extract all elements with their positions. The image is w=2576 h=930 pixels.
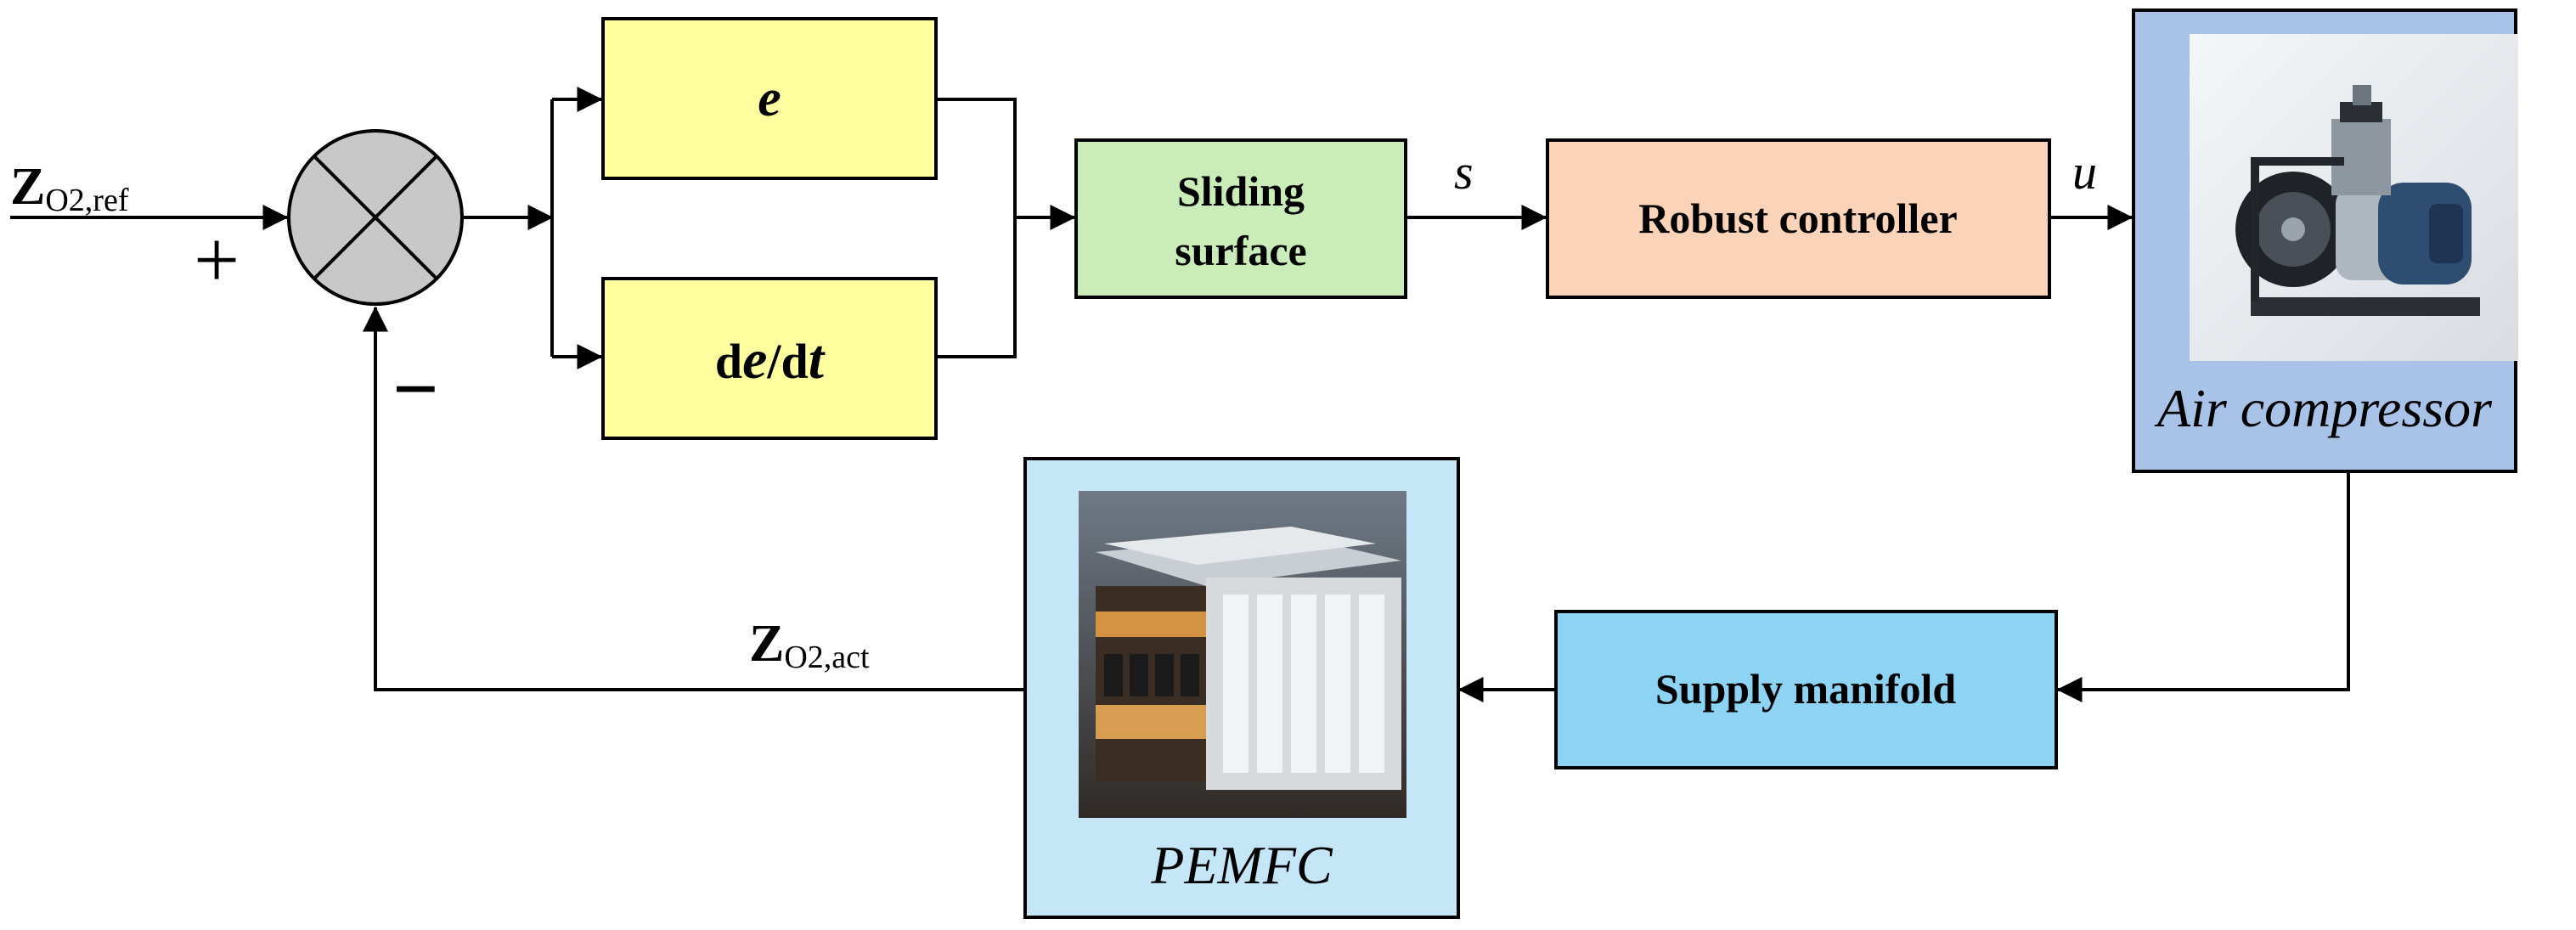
feedback-line [363, 306, 1025, 691]
air-compressor-caption: Air compressor [2154, 378, 2493, 438]
ref-signal-label: ZO2,ref [10, 158, 129, 218]
s-signal-label: s [1454, 144, 1474, 200]
sliding-surface-line1: Sliding [1177, 167, 1305, 215]
pemfc-block: PEMFC [1023, 457, 1460, 919]
summing-junction [287, 129, 464, 306]
sliding-surface-line2: surface [1175, 227, 1307, 274]
minus-sign: − [392, 343, 439, 434]
derivative-block-label: de/dt [715, 329, 826, 391]
air-compressor-photo [2190, 34, 2518, 361]
connection-lines [10, 87, 2350, 702]
plus-sign: + [194, 214, 240, 305]
compressor-to-manifold-line [2056, 471, 2350, 702]
error-block: e [601, 17, 938, 180]
derivative-block: de/dt [601, 277, 938, 440]
supply-manifold-block: Supply manifold [1554, 610, 2058, 769]
robust-controller-label: Robust controller [1638, 194, 1957, 242]
pemfc-caption: PEMFC [1150, 835, 1333, 895]
e-out-line [936, 98, 1017, 358]
error-block-label: e [758, 70, 781, 127]
fuel-cell-stack-photo [1079, 491, 1406, 818]
supply-manifold-label: Supply manifold [1655, 665, 1957, 713]
u-signal-label: u [2072, 144, 2097, 200]
air-compressor-block: Air compressor [2132, 8, 2518, 473]
robust-controller-block: Robust controller [1546, 138, 2051, 299]
act-signal-label: ZO2,act [749, 615, 870, 675]
sliding-surface-block: Sliding surface [1074, 138, 1407, 299]
